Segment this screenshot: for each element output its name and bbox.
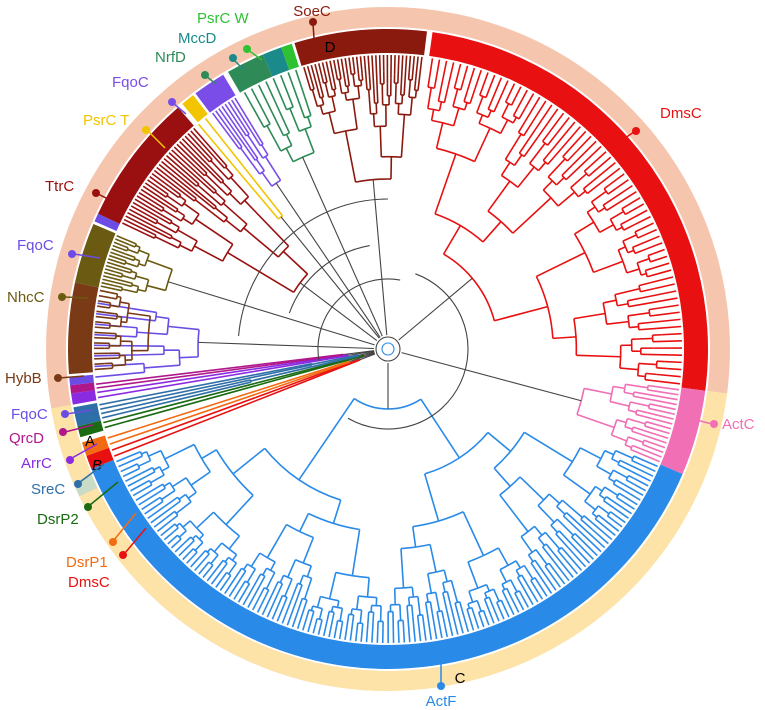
label-dsrp1: DsrP1 <box>66 554 108 571</box>
callout-soec: SoeC <box>293 3 331 39</box>
band-fqoc2 <box>94 213 120 231</box>
label-soec: SoeC <box>293 3 331 20</box>
label-fqoc-mid: FqoC <box>17 237 54 254</box>
band-psrcw <box>281 43 299 70</box>
callout-dsrp1: DsrP1 <box>66 512 137 571</box>
callout-psrc-t: PsrC T <box>83 112 166 149</box>
group-ring-c-tail <box>51 404 92 483</box>
label-actf: ActF <box>426 693 457 710</box>
label-fqoc-top: FqoC <box>112 74 149 91</box>
group-letter-b: B <box>92 457 102 474</box>
label-qrcd: QrcD <box>9 430 44 447</box>
group-letter-d: D <box>325 39 336 56</box>
label-nrfd: NrfD <box>155 49 186 66</box>
label-fqoc-low: FqoC <box>11 406 48 423</box>
band-actf <box>91 459 683 669</box>
label-psrc-t: PsrC T <box>83 112 129 129</box>
band-dmsc2 <box>86 447 114 469</box>
label-nhcc: NhcC <box>7 289 45 306</box>
label-arrc: ArrC <box>21 455 52 472</box>
tree-branches <box>93 54 683 644</box>
callout-nhcc: NhcC <box>7 289 89 306</box>
callout-fqoc-low: FqoC <box>11 406 93 423</box>
band-arrc <box>71 390 97 405</box>
callout-hybb: HybB <box>5 370 85 387</box>
band-dsrp2 <box>77 420 104 438</box>
callout-dmsc-low: DmsC <box>68 527 147 591</box>
callout-srec: SreC <box>31 463 105 498</box>
callout-qrcd: QrcD <box>9 424 94 447</box>
band-soec <box>294 28 427 66</box>
band-srec <box>73 402 101 427</box>
band-hybb <box>68 282 99 375</box>
clade-callouts: SoeC PsrC W MccD NrfD FqoC PsrC T <box>5 3 755 710</box>
callout-psrc-w: PsrC W <box>197 10 263 61</box>
label-dmsc-top: DmsC <box>660 105 702 122</box>
band-mccd <box>262 47 290 77</box>
label-actc: ActC <box>722 416 755 433</box>
group-letters: D C A B <box>85 39 466 687</box>
label-dmsc-low: DmsC <box>68 574 110 591</box>
clade-bands <box>68 28 708 669</box>
label-mccd: MccD <box>178 30 216 47</box>
label-psrc-w: PsrC W <box>197 10 250 27</box>
callout-dsrp2: DsrP2 <box>37 481 119 528</box>
label-srec: SreC <box>31 481 65 498</box>
callout-arrc: ArrC <box>21 443 98 472</box>
band-nhcc <box>74 223 116 288</box>
band-ttrc <box>97 107 194 224</box>
band-dmsc1 <box>429 32 708 391</box>
callout-nrfd: NrfD <box>155 49 217 85</box>
band-psrct <box>182 95 208 123</box>
callout-fqoc-mid: FqoC <box>17 237 101 259</box>
band-actc <box>660 387 706 475</box>
band-qrcd <box>70 382 95 394</box>
callout-actc: ActC <box>684 416 755 433</box>
callout-ttrc: TtrC <box>45 178 123 207</box>
band-nrfd <box>228 54 273 93</box>
group-letter-c: C <box>455 670 466 687</box>
label-ttrc: TtrC <box>45 178 74 195</box>
label-dsrp2: DsrP2 <box>37 511 79 528</box>
callout-actf: ActF <box>426 651 457 710</box>
callout-dmsc-top: DmsC <box>606 105 702 151</box>
band-fqoc1 <box>195 74 236 113</box>
callout-fqoc-top: FqoC <box>112 74 187 115</box>
callout-mccd: MccD <box>178 30 245 71</box>
label-hybb: HybB <box>5 370 42 387</box>
group-letter-a: A <box>85 433 95 450</box>
